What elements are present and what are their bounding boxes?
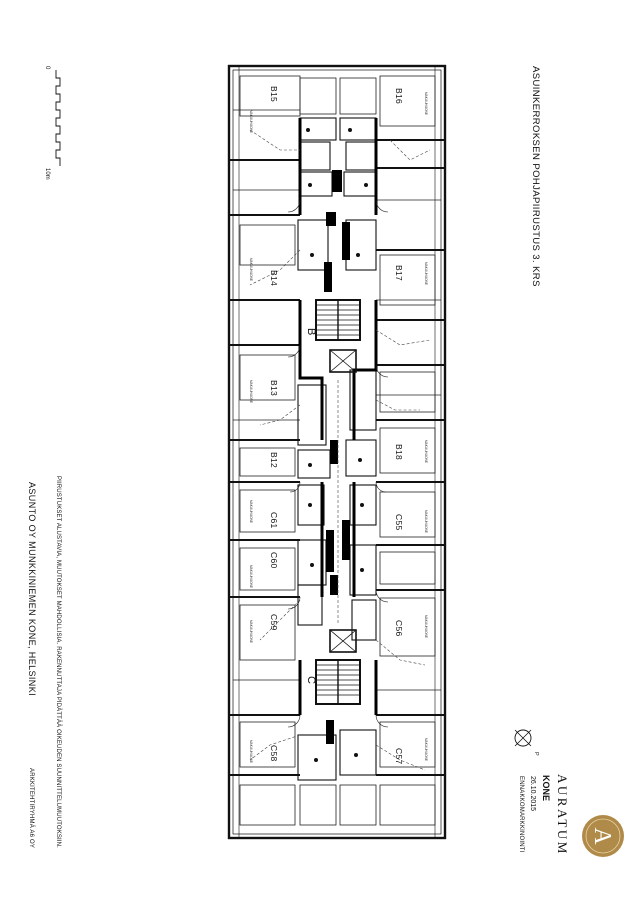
stair-c	[315, 629, 361, 705]
scale-start: 0	[44, 66, 50, 70]
room-tag: MAKUUHUONE	[424, 615, 428, 638]
scale-bar: 0 10m	[44, 66, 61, 180]
room-tag: MAKUUHUONE	[424, 510, 428, 533]
unit-label: B15	[269, 86, 279, 102]
room-tag: MAKUUHUONE	[249, 620, 253, 643]
room-tag: MAKUUHUONE	[249, 380, 253, 403]
disclaimer-note: PIIRUSTUKSET ALUSTAVIA, MUUTOKSET MAHDOL…	[55, 476, 62, 848]
unit-label: C60	[269, 552, 279, 569]
unit-partitions-left	[229, 159, 300, 776]
north-arrow-icon: P	[514, 729, 539, 756]
unit-label: B13	[269, 380, 279, 396]
door-arcs	[287, 199, 389, 728]
room-tag: MAKUUHUONE	[424, 92, 428, 115]
unit-label: B17	[394, 265, 404, 281]
drawing-title: ASUINKERROKSEN POHJAPIIRUSTUS 3. KRS	[530, 66, 541, 287]
room-tag: MAKUUHUONE	[424, 262, 428, 285]
room-tag: MAKUUHUONE	[424, 440, 428, 463]
room-tag: MAKUUHUONE	[249, 500, 253, 523]
stair-b	[315, 299, 361, 373]
unit-label: C59	[269, 614, 279, 631]
interior-walls	[233, 75, 441, 826]
unit-label: B12	[269, 452, 279, 468]
unit-labels-right: B16 B17 B18 C55 C56 C57	[394, 88, 404, 765]
north-label: P	[533, 752, 539, 756]
architect-name: ARKKITEHTIRYHMÄ A6 OY	[28, 768, 35, 848]
unit-label: C56	[394, 620, 404, 637]
scale-end: 10m	[44, 168, 50, 180]
fixtures	[306, 128, 368, 762]
unit-labels-left: B15 B14 B13 B12 C61 C60 C59 C58	[269, 86, 279, 762]
unit-label: C55	[394, 514, 404, 531]
unit-label: C57	[394, 748, 404, 765]
project-name: ASUNTO OY MUNKKINIEMEN KONE, HELSINKI	[27, 482, 37, 696]
auratum-logo: AURATUM A	[555, 774, 624, 857]
unit-label: B16	[394, 88, 404, 104]
logo-medallion	[582, 815, 624, 857]
corridor-walls	[298, 118, 378, 715]
unit-label: C61	[269, 512, 279, 529]
room-tag: MAKUUHUONE	[249, 258, 253, 281]
stair-label-c: C	[305, 676, 317, 684]
unit-label: B14	[269, 270, 279, 286]
stamp-name: KONE	[541, 775, 551, 801]
room-tag: MAKUUHUONE	[249, 740, 253, 763]
shafts	[324, 170, 350, 744]
logo-text: AURATUM	[555, 774, 570, 856]
room-tag: MAKUUHUONE	[424, 738, 428, 761]
stamp-date: 26.10.2015	[529, 776, 536, 811]
window-marks	[228, 92, 446, 812]
unit-label: C58	[269, 745, 279, 762]
room-tag: MAKUUHUONE	[249, 110, 253, 133]
logo-letter: A	[589, 827, 615, 845]
unit-label: B18	[394, 444, 404, 460]
dashed-lines	[249, 129, 431, 771]
unit-partitions-right	[376, 139, 445, 776]
room-tags: MAKUUHUONE MAKUUHUONE MAKUUHUONE MAKUUHU…	[249, 92, 428, 763]
stamp-status: ENNAKKOMARKKINOINTI	[518, 776, 524, 853]
room-tag: MAKUUHUONE	[249, 565, 253, 588]
stair-label-b: B	[305, 328, 317, 335]
